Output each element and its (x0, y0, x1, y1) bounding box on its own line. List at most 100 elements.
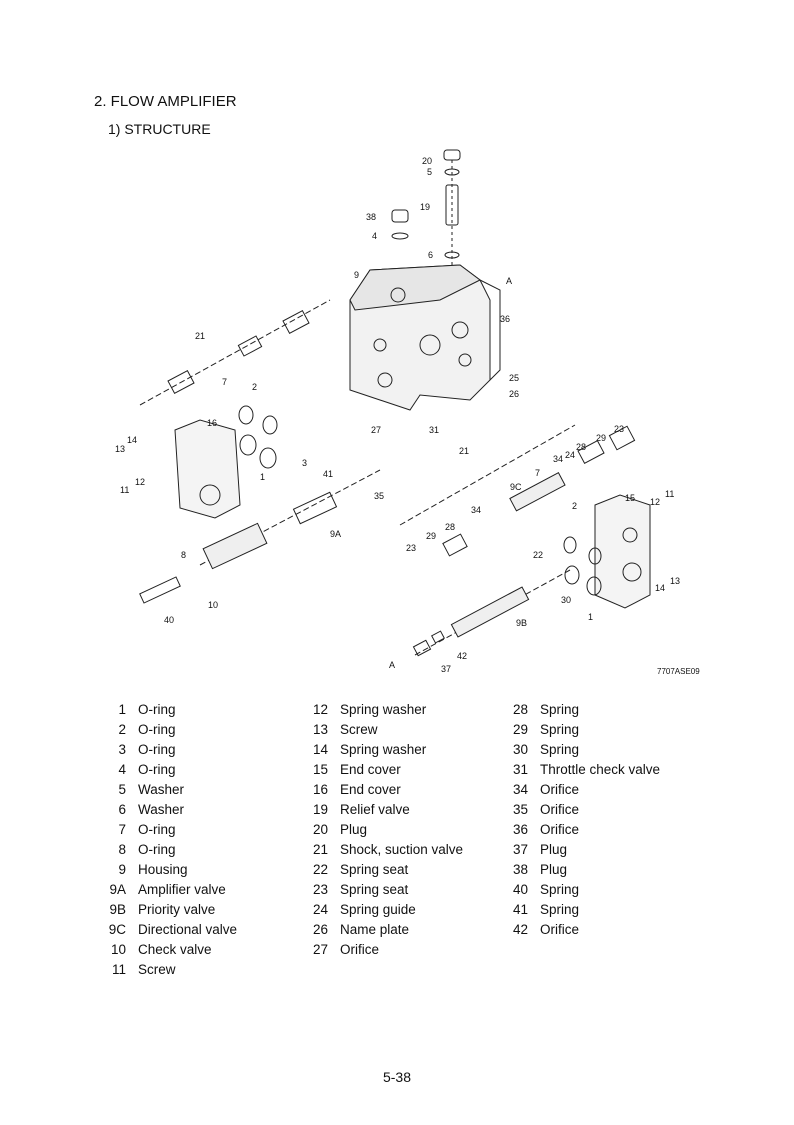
parts-row: 7 O-ring (96, 820, 237, 840)
callout-label: 42 (457, 651, 467, 661)
callout-label: 41 (323, 469, 333, 479)
plug-37 (412, 639, 432, 657)
parts-row: 42 Orifice (498, 920, 660, 940)
part-name: Priority valve (138, 902, 216, 917)
callout-label: 11 (665, 489, 674, 499)
part-name: End cover (340, 782, 401, 797)
part-name: Orifice (540, 922, 580, 937)
section-title: 2. FLOW AMPLIFIER (94, 93, 237, 110)
part-number: 14 (312, 742, 328, 757)
part-name: Directional valve (138, 922, 238, 937)
part-name: Spring seat (340, 882, 409, 897)
callout-label: 26 (509, 389, 519, 399)
part-number: 31 (512, 762, 528, 777)
priority-valve-9b (450, 586, 530, 638)
part-number: 13 (312, 722, 328, 737)
parts-row: 23 Spring seat (298, 880, 463, 900)
spring-29 (577, 439, 605, 465)
callout-label: 9 (354, 270, 359, 280)
part-number: 36 (512, 822, 528, 837)
callout-label: 28 (576, 442, 586, 452)
part-name: Orifice (540, 802, 580, 817)
end-cover-16 (174, 419, 241, 519)
part-name: O-ring (138, 742, 176, 757)
callout-label: 21 (195, 331, 205, 341)
parts-row: 9C Directional valve (96, 920, 237, 940)
o-ring-2a (238, 405, 254, 425)
part-name: Amplifier valve (138, 882, 226, 897)
part-number: 4 (118, 762, 126, 777)
callout-label: 7 (222, 377, 227, 387)
part-name: Plug (340, 822, 368, 837)
o-ring-2b (262, 415, 278, 435)
part-number: 9C (108, 922, 126, 937)
callout-label: 13 (670, 576, 680, 586)
callout-label: 16 (207, 418, 217, 428)
callout-label: 12 (650, 497, 660, 507)
callout-label: 29 (596, 433, 606, 443)
amplifier-valve-9a (202, 522, 268, 570)
part-number: 42 (512, 922, 528, 937)
end-cover-16-boss (199, 484, 221, 506)
callout-label: 11 (120, 485, 129, 495)
spring-seat-23 (608, 425, 636, 451)
part-number: 7 (118, 822, 126, 837)
part-number: 23 (312, 882, 328, 897)
part-name: Name plate (340, 922, 410, 937)
part-number: 16 (312, 782, 328, 797)
part-number: 27 (312, 942, 328, 957)
part-name: Check valve (138, 942, 212, 957)
orifice-42 (431, 630, 445, 644)
part-name: Throttle check valve (540, 762, 661, 777)
part-name: O-ring (138, 762, 176, 777)
part-name: Shock, suction valve (340, 842, 464, 857)
callout-label: 10 (208, 600, 218, 610)
callout-label: 13 (115, 444, 125, 454)
part-number: 2 (118, 722, 126, 737)
callout-label: 3 (302, 458, 307, 468)
plug-38 (391, 209, 409, 223)
callout-label: 28 (445, 522, 455, 532)
part-number: 22 (312, 862, 328, 877)
part-number: 41 (512, 902, 528, 917)
callout-label: 7 (535, 468, 540, 478)
part-number: 12 (312, 702, 328, 717)
callout-label: 1 (588, 612, 593, 622)
part-name: Spring (540, 702, 580, 717)
parts-row: 27 Orifice (298, 940, 463, 960)
spring-28-left (442, 533, 468, 557)
callout-label: 30 (561, 595, 571, 605)
callout-label: 23 (614, 424, 624, 434)
part-number: 38 (512, 862, 528, 877)
callout-label: 23 (406, 543, 416, 553)
callout-label: 14 (655, 583, 665, 593)
part-number: 1 (118, 702, 126, 717)
part-number: 19 (312, 802, 328, 817)
part-name: O-ring (138, 822, 176, 837)
part-name: Washer (138, 802, 185, 817)
part-name: Spring (540, 742, 580, 757)
part-name: Orifice (340, 942, 380, 957)
callout-label: 24 (565, 450, 575, 460)
callout-label: 40 (164, 615, 174, 625)
parts-row: 31 Throttle check valve (498, 760, 660, 780)
plug-20 (443, 149, 461, 161)
o-ring-1b (259, 447, 277, 469)
callout-label: 29 (426, 531, 436, 541)
o-ring-2c (563, 536, 577, 554)
amplifier-spool (292, 491, 338, 525)
part-number: 26 (312, 922, 328, 937)
callout-label: 12 (135, 477, 145, 487)
